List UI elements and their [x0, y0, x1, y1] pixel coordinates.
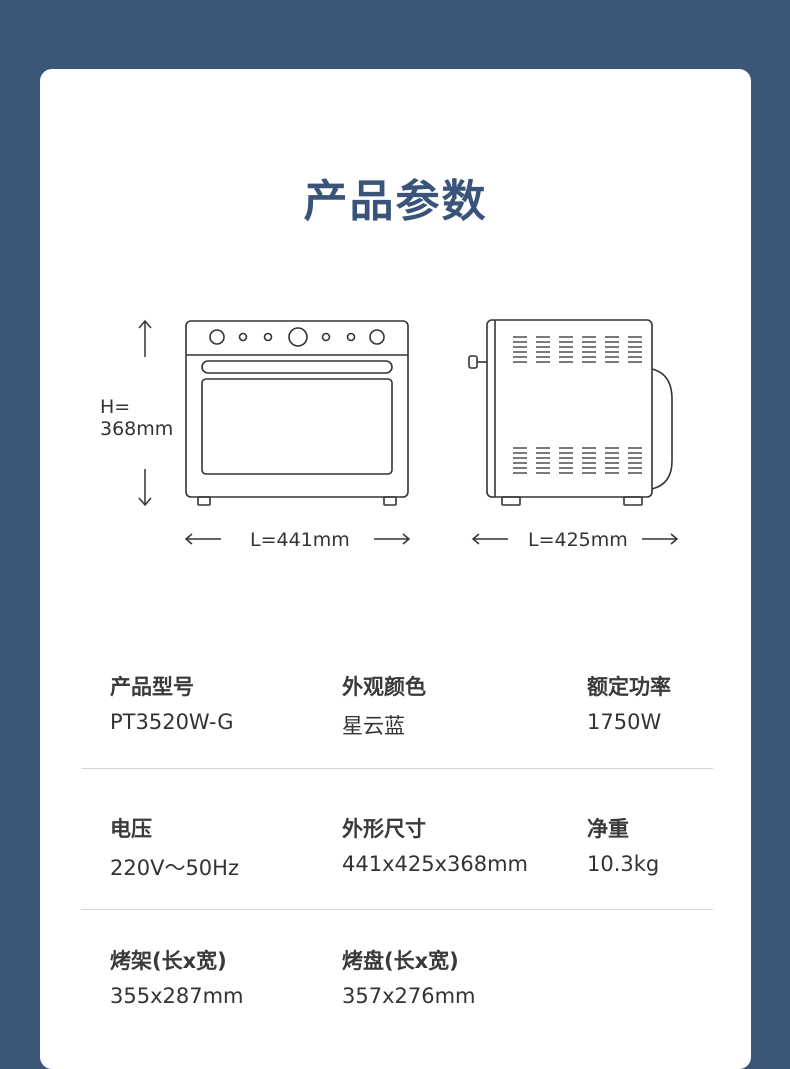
page-title: 产品参数 — [303, 176, 488, 227]
param-label-tray: 烤盘(长x宽) — [342, 949, 459, 973]
param-value-power: 1750W — [587, 710, 662, 734]
param-value-model: PT3520W-G — [110, 710, 234, 734]
param-value-size: 441x425x368mm — [342, 852, 529, 876]
oven-dimension-diagram: H= 368mm — [100, 319, 679, 551]
height-label-line1: H= — [100, 396, 130, 418]
divider — [81, 768, 713, 769]
oven-side-icon — [468, 319, 673, 506]
height-arrow — [138, 319, 152, 507]
param-label-model: 产品型号 — [110, 675, 194, 699]
divider — [81, 909, 713, 910]
param-value-voltage: 220V～50Hz — [110, 856, 239, 880]
param-label-color: 外观颜色 — [342, 675, 426, 699]
oven-front-icon — [185, 320, 409, 506]
param-label-weight: 净重 — [587, 817, 629, 841]
side-length-arrows — [471, 533, 679, 545]
front-length-label: L=441mm — [250, 529, 350, 551]
param-value-weight: 10.3kg — [587, 852, 660, 876]
param-label-voltage: 电压 — [110, 817, 152, 841]
height-label-line2: 368mm — [100, 418, 173, 440]
front-length-arrows — [184, 533, 411, 545]
side-length-label: L=425mm — [528, 529, 628, 551]
param-label-size: 外形尺寸 — [342, 817, 426, 841]
param-label-power: 额定功率 — [587, 675, 671, 699]
content-card: 产品参数 H= 368mm — [40, 69, 751, 1069]
param-value-rack: 355x287mm — [110, 984, 244, 1008]
param-label-rack: 烤架(长x宽) — [110, 949, 227, 973]
param-value-color: 星云蓝 — [342, 714, 405, 738]
param-value-tray: 357x276mm — [342, 984, 476, 1008]
